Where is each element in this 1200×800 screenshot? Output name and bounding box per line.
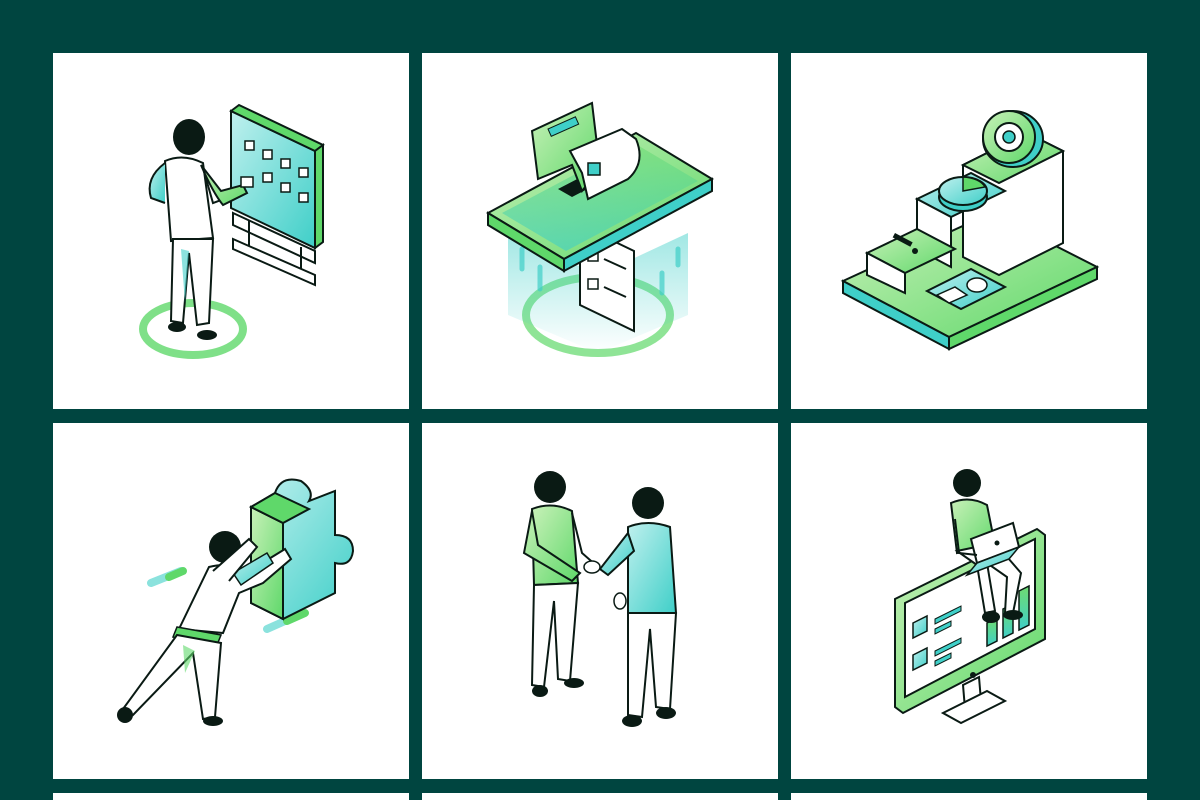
tile-goal-steps xyxy=(791,53,1147,409)
tile-partial-1 xyxy=(53,793,409,800)
phone-receipt-checklist-icon xyxy=(485,101,715,357)
planning-board-icon xyxy=(139,103,325,359)
tile-phone-receipt xyxy=(422,53,778,409)
handshake-icon xyxy=(522,471,678,727)
goal-steps-icon xyxy=(840,110,1100,351)
puzzle-push-icon xyxy=(117,478,355,726)
tile-monitor-laptop xyxy=(791,423,1147,779)
tile-puzzle-push xyxy=(53,423,409,779)
tile-planning-board xyxy=(53,53,409,409)
monitor-laptop-icon xyxy=(894,469,1046,725)
tile-handshake xyxy=(422,423,778,779)
tile-partial-2 xyxy=(422,793,778,800)
tile-partial-3 xyxy=(791,793,1147,800)
